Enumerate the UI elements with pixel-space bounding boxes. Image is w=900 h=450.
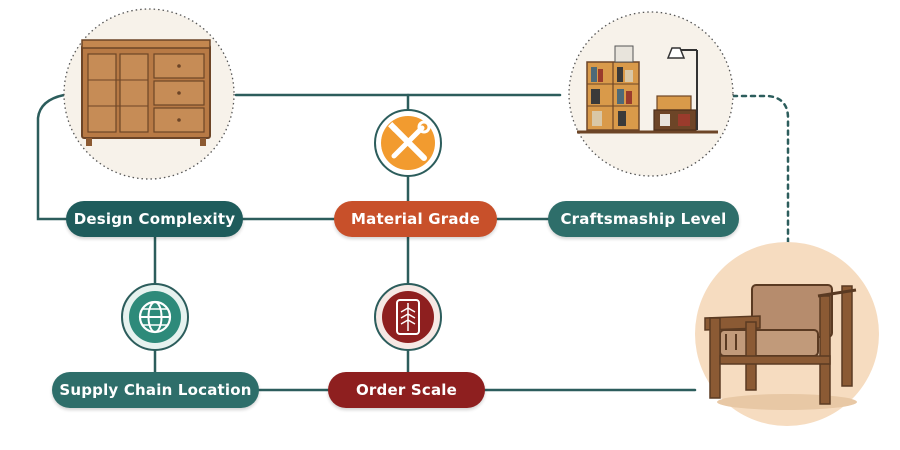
node-design-complexity: Design Complexity: [66, 201, 243, 237]
armchair-illustration: [695, 242, 879, 426]
connector-cabinet-design: [36, 93, 72, 221]
node-craftsmanship-level: Craftsmaship Level: [548, 201, 739, 237]
tools-icon: [374, 109, 442, 177]
globe-icon: [121, 283, 189, 351]
node-material-grade: Material Grade: [334, 201, 497, 237]
node-order-scale: Order Scale: [328, 372, 485, 408]
connectors: [36, 93, 790, 392]
bookshelf-room-illustration: [568, 11, 734, 177]
wood-grain-icon: [374, 283, 442, 351]
cabinet-illustration: [63, 8, 235, 180]
node-supply-chain-location: Supply Chain Location: [52, 372, 259, 408]
connector-dotted-bookshelf-armchair: [731, 94, 790, 252]
